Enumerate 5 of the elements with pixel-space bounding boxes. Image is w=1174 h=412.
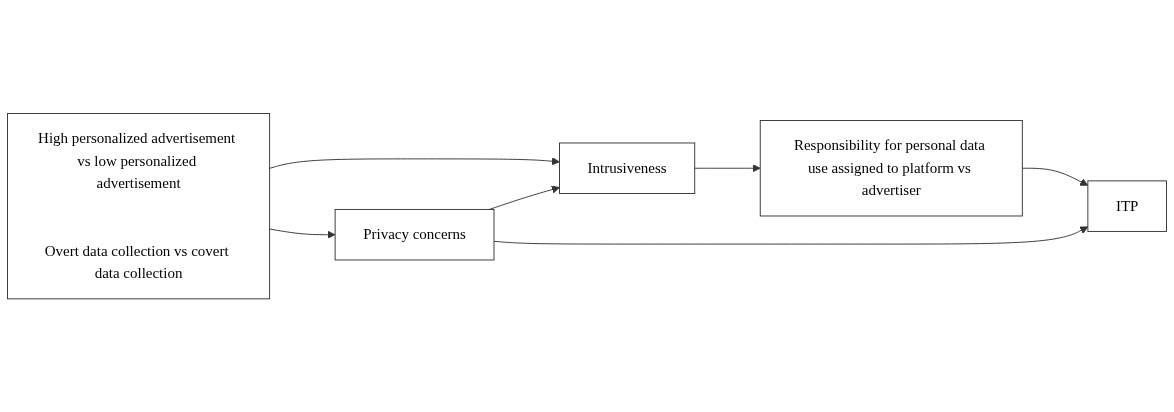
node-box: High personalized advertisement vs low personalized advertisement Overt data collection vs covert data collection xyxy=(7,112,271,300)
node-box: ITP xyxy=(1087,180,1167,232)
node-box: Privacy concerns xyxy=(334,208,495,261)
node-box: Intrusiveness xyxy=(559,142,696,194)
node-box: Responsibility for personal data use assigned to platform vs advertiser xyxy=(759,119,1023,217)
